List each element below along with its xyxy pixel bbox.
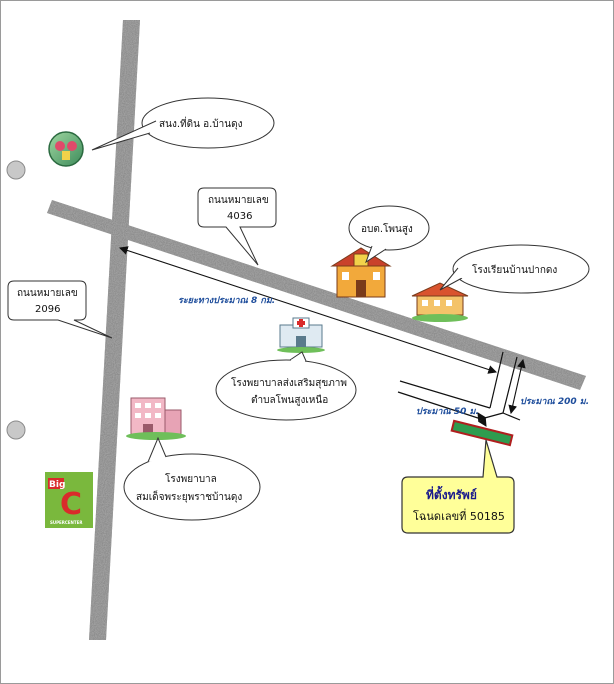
distance-arrows xyxy=(118,246,526,427)
distance-to-property: ประมาณ 50 ม. xyxy=(416,407,479,417)
land-office-callout: สนง.ที่ดิน อ.บ้านดุง xyxy=(91,97,275,151)
school-callout: โรงเรียนบ้านปากดง xyxy=(439,244,590,294)
health-center-icon xyxy=(277,317,325,353)
land-office-label: สนง.ที่ดิน อ.บ้านดุง xyxy=(159,116,243,130)
health-center-label-line2: ตำบลโพนสูงเหนือ xyxy=(251,393,328,406)
property-title: ที่ตั้งทรัพย์ xyxy=(426,485,477,502)
hospital-label-line2: สมเด็จพระยุพราชบ้านดุง xyxy=(136,489,242,503)
big-c-logo-big: Big xyxy=(49,480,65,490)
land-office-icon xyxy=(48,131,84,167)
school-label: โรงเรียนบ้านปากดง xyxy=(472,263,557,276)
road-2096-label: ถนนหมายเลข 2096 xyxy=(7,280,113,339)
school-building-icon xyxy=(411,282,469,322)
road-2096 xyxy=(89,20,140,640)
big-c-logo-c: C xyxy=(60,487,82,522)
distance-side-road: ประมาณ 200 ม. xyxy=(520,397,589,407)
road-4036-label-title: ถนนหมายเลข xyxy=(208,195,269,206)
property-plot xyxy=(450,419,514,447)
property-callout: ที่ตั้งทรัพย์ โฉนดเลขที่ 50185 xyxy=(401,439,515,534)
road-4036-number: 4036 xyxy=(227,211,252,222)
binder-hole-top xyxy=(6,160,26,180)
road-4036-label: ถนนหมายเลข 4036 xyxy=(197,187,277,266)
binder-hole-bottom xyxy=(6,420,26,440)
distance-main-road: ระยะทางประมาณ 8 กม. xyxy=(178,296,275,306)
big-c-logo-sub: SUPERCENTER xyxy=(50,520,82,525)
sao-label: อบต.โพนสูง xyxy=(361,222,413,235)
health-center-callout: โรงพยาบาลส่งเสริมสุขภาพ ตำบลโพนสูงเหนือ xyxy=(215,351,357,421)
big-c-logo: Big C SUPERCENTER xyxy=(45,472,93,528)
hospital-building-icon xyxy=(126,397,186,440)
health-center-label-line1: โรงพยาบาลส่งเสริมสุขภาพ xyxy=(231,376,347,389)
hospital-callout: โรงพยาบาล สมเด็จพระยุพราชบ้านดุง xyxy=(123,436,261,521)
road-2096-number: 2096 xyxy=(35,304,60,315)
sao-callout: อบต.โพนสูง xyxy=(348,205,430,264)
property-deed-number: โฉนดเลขที่ 50185 xyxy=(413,508,505,523)
road-2096-label-title: ถนนหมายเลข xyxy=(17,288,78,299)
sao-building-icon xyxy=(330,247,392,298)
hospital-label-line1: โรงพยาบาล xyxy=(165,472,217,485)
